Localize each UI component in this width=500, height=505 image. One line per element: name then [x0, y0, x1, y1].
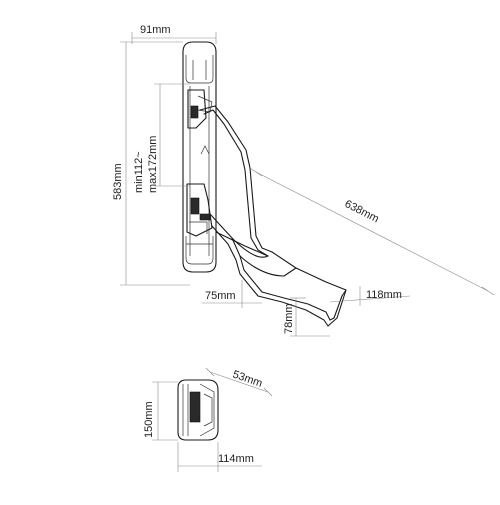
dim-rail-height-label: 583mm	[112, 163, 124, 200]
dim-rail-width: 91mm	[131, 24, 217, 44]
dim-tip-height-label: 78mm	[283, 303, 295, 334]
dim-adjust-range: min112~ max172mm	[133, 83, 190, 193]
dim-plate-depth-label: 53mm	[231, 368, 264, 389]
dim-adjust-range-line1: min112~	[133, 151, 145, 193]
dim-plate-depth: 53mm	[205, 367, 273, 397]
mounting-plate	[177, 379, 219, 441]
dim-rail-height: 583mm	[112, 41, 190, 286]
folding-arm	[199, 105, 347, 327]
dim-hook-offset: 75mm	[202, 280, 262, 308]
dim-rail-width-label: 91mm	[140, 24, 171, 36]
lower-bracket	[186, 183, 213, 237]
dim-hook-offset-label: 75mm	[205, 290, 236, 302]
dim-plate-width-label: 114mm	[218, 453, 254, 465]
dim-tip-depth-label: 118mm	[366, 289, 402, 301]
dim-adjust-range-line2: max172mm	[147, 136, 159, 193]
wall-rail	[182, 41, 217, 273]
dim-plate-height: 150mm	[143, 381, 178, 441]
dim-plate-width: 114mm	[177, 442, 262, 472]
dim-tip-height: 78mm	[283, 297, 330, 337]
dim-arm-length-label: 638mm	[343, 198, 381, 225]
dim-plate-height-label: 150mm	[143, 401, 155, 438]
dim-tip-depth: 118mm	[329, 286, 411, 306]
upper-bracket	[187, 89, 213, 155]
dim-arm-length: 638mm	[249, 167, 495, 296]
